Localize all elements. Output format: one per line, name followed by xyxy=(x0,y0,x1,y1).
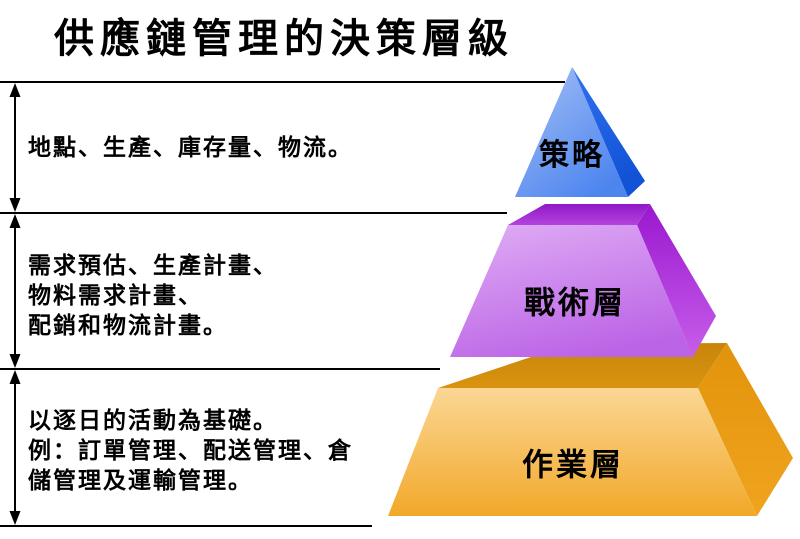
arrow-down-icon xyxy=(9,354,21,368)
description-tactical: 需求預估、生產計畫、 物料需求計畫、 配銷和物流計畫。 xyxy=(28,251,278,341)
arrow-up-icon xyxy=(9,370,21,384)
description-line: 地點、生產、庫存量、物流。 xyxy=(28,134,353,161)
measure-arrow-strategic xyxy=(9,83,21,212)
label-operational: 作業層 xyxy=(522,447,624,484)
arrow-up-icon xyxy=(9,83,21,97)
label-strategic: 策略 xyxy=(539,138,605,173)
description-line: 需求預估、生產計畫、 xyxy=(28,252,278,279)
arrow-down-icon xyxy=(9,511,21,525)
pyramid-level-strategic xyxy=(515,67,645,197)
label-tactical: 戰術層 xyxy=(524,285,626,322)
strategic-side-face xyxy=(572,67,645,197)
measure-arrow-operational xyxy=(9,370,21,525)
strategic-front-face xyxy=(515,67,628,197)
arrow-up-icon xyxy=(9,214,21,228)
description-line: 配銷和物流計畫。 xyxy=(28,312,228,339)
description-line: 儲管理及運輸管理。 xyxy=(28,467,253,494)
description-line: 物料需求計畫、 xyxy=(28,282,203,309)
description-line: 例：訂單管理、配送管理、倉 xyxy=(28,437,353,464)
operational-front-face xyxy=(388,388,757,516)
measure-arrow-tactical xyxy=(9,214,21,368)
arrow-down-icon xyxy=(9,198,21,212)
tactical-top-face xyxy=(508,204,650,225)
pyramid-level-tactical xyxy=(450,204,716,357)
description-strategic: 地點、生產、庫存量、物流。 xyxy=(28,133,353,162)
tactical-front-face xyxy=(450,225,693,357)
description-line: 以逐日的活動為基礎。 xyxy=(28,407,278,434)
page-title: 供應鏈管理的決策層級 xyxy=(54,15,514,62)
operational-side-face xyxy=(698,343,793,516)
pyramid-level-operational xyxy=(388,343,793,516)
tactical-side-face xyxy=(637,204,716,357)
description-operational: 以逐日的活動為基礎。 例：訂單管理、配送管理、倉 儲管理及運輸管理。 xyxy=(28,406,353,496)
